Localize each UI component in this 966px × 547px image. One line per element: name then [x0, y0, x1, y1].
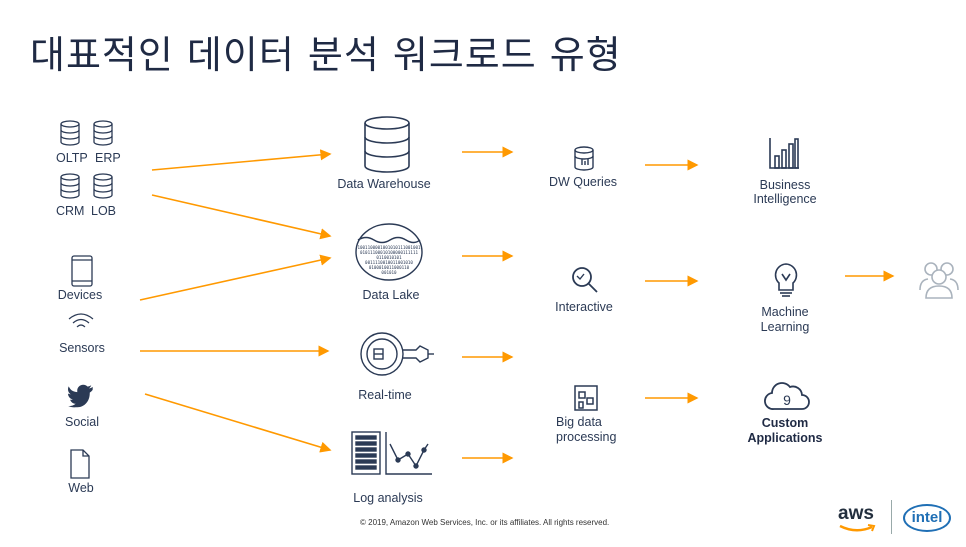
log-analysis-icon: [351, 431, 432, 475]
data-lake-label: Data Lake: [362, 288, 420, 302]
log-analysis-label: Log analysis: [353, 491, 423, 505]
realtime-stream-icon: [360, 332, 434, 376]
twitter-bird-icon: [68, 384, 93, 408]
big-data-label-2: processing: [556, 430, 617, 444]
copyright-text: © 2019, Amazon Web Services, Inc. or its…: [360, 518, 610, 527]
interactive-label: Interactive: [555, 300, 613, 314]
users-group-icon: [919, 262, 959, 299]
arrow-social-to-log: [144, 393, 332, 453]
data-warehouse-label: Data Warehouse: [337, 177, 431, 191]
lake-bits-3: 0110010101: [376, 255, 402, 260]
lob-database-icon: [93, 173, 113, 199]
arrow-erp-to-warehouse: [151, 149, 332, 171]
lake-bits-1: 1001100001001010111001001: [357, 245, 421, 250]
crm-database-icon: [60, 173, 80, 199]
logo-divider: [891, 500, 892, 534]
sensors-label: Sensors: [59, 341, 105, 355]
data-lake-icon: 1001100001001010111001001 01011100010100…: [355, 223, 423, 281]
bar-chart-icon: [769, 138, 799, 169]
oltp-label: OLTP: [56, 151, 88, 165]
aws-logo: aws: [838, 503, 874, 524]
web-label: Web: [68, 481, 94, 495]
lake-bits-2: 01011100010100000111111: [360, 250, 418, 255]
custom-number: 9: [783, 392, 791, 408]
lightbulb-icon: [774, 263, 798, 297]
bi-label-2: Intelligence: [753, 192, 817, 206]
bi-label-1: Business: [759, 178, 811, 192]
lob-label: LOB: [91, 204, 117, 218]
lake-bits-6: 001010: [381, 270, 397, 275]
dw-queries-icon: [574, 146, 594, 171]
dw-queries-label: DW Queries: [548, 175, 618, 189]
crm-label: CRM: [56, 204, 85, 218]
aws-smile-icon: [839, 524, 876, 532]
interactive-search-icon: [572, 267, 598, 293]
erp-label: ERP: [95, 151, 121, 165]
devices-label: Devices: [57, 288, 103, 302]
arrow-crm-to-lake: [151, 194, 332, 240]
intel-logo: intel: [903, 504, 951, 532]
big-data-processing-icon: [574, 385, 598, 411]
big-data-label-1: Big data: [556, 415, 602, 429]
web-document-icon: [70, 449, 90, 479]
sensor-wireless-icon: [68, 313, 94, 328]
arrow-devices-to-lake: [139, 254, 332, 301]
mobile-device-icon: [71, 255, 93, 287]
ml-label-2: Learning: [760, 320, 810, 334]
lake-bits-5: 0100010011000110: [369, 265, 410, 270]
data-warehouse-icon: [364, 116, 410, 173]
custom-label-1: Custom: [761, 416, 809, 430]
social-label: Social: [64, 415, 100, 429]
realtime-label: Real-time: [358, 388, 412, 402]
lake-bits-4: 0011110010011001010: [365, 260, 413, 265]
erp-database-icon: [93, 120, 113, 146]
ml-label-1: Machine: [761, 305, 809, 319]
oltp-database-icon: [60, 120, 80, 146]
cloud-icon: 9: [764, 382, 810, 410]
page-title: 대표적인 데이터 분석 워크로드 유형: [30, 33, 622, 77]
custom-label-2: Applications: [747, 431, 823, 445]
